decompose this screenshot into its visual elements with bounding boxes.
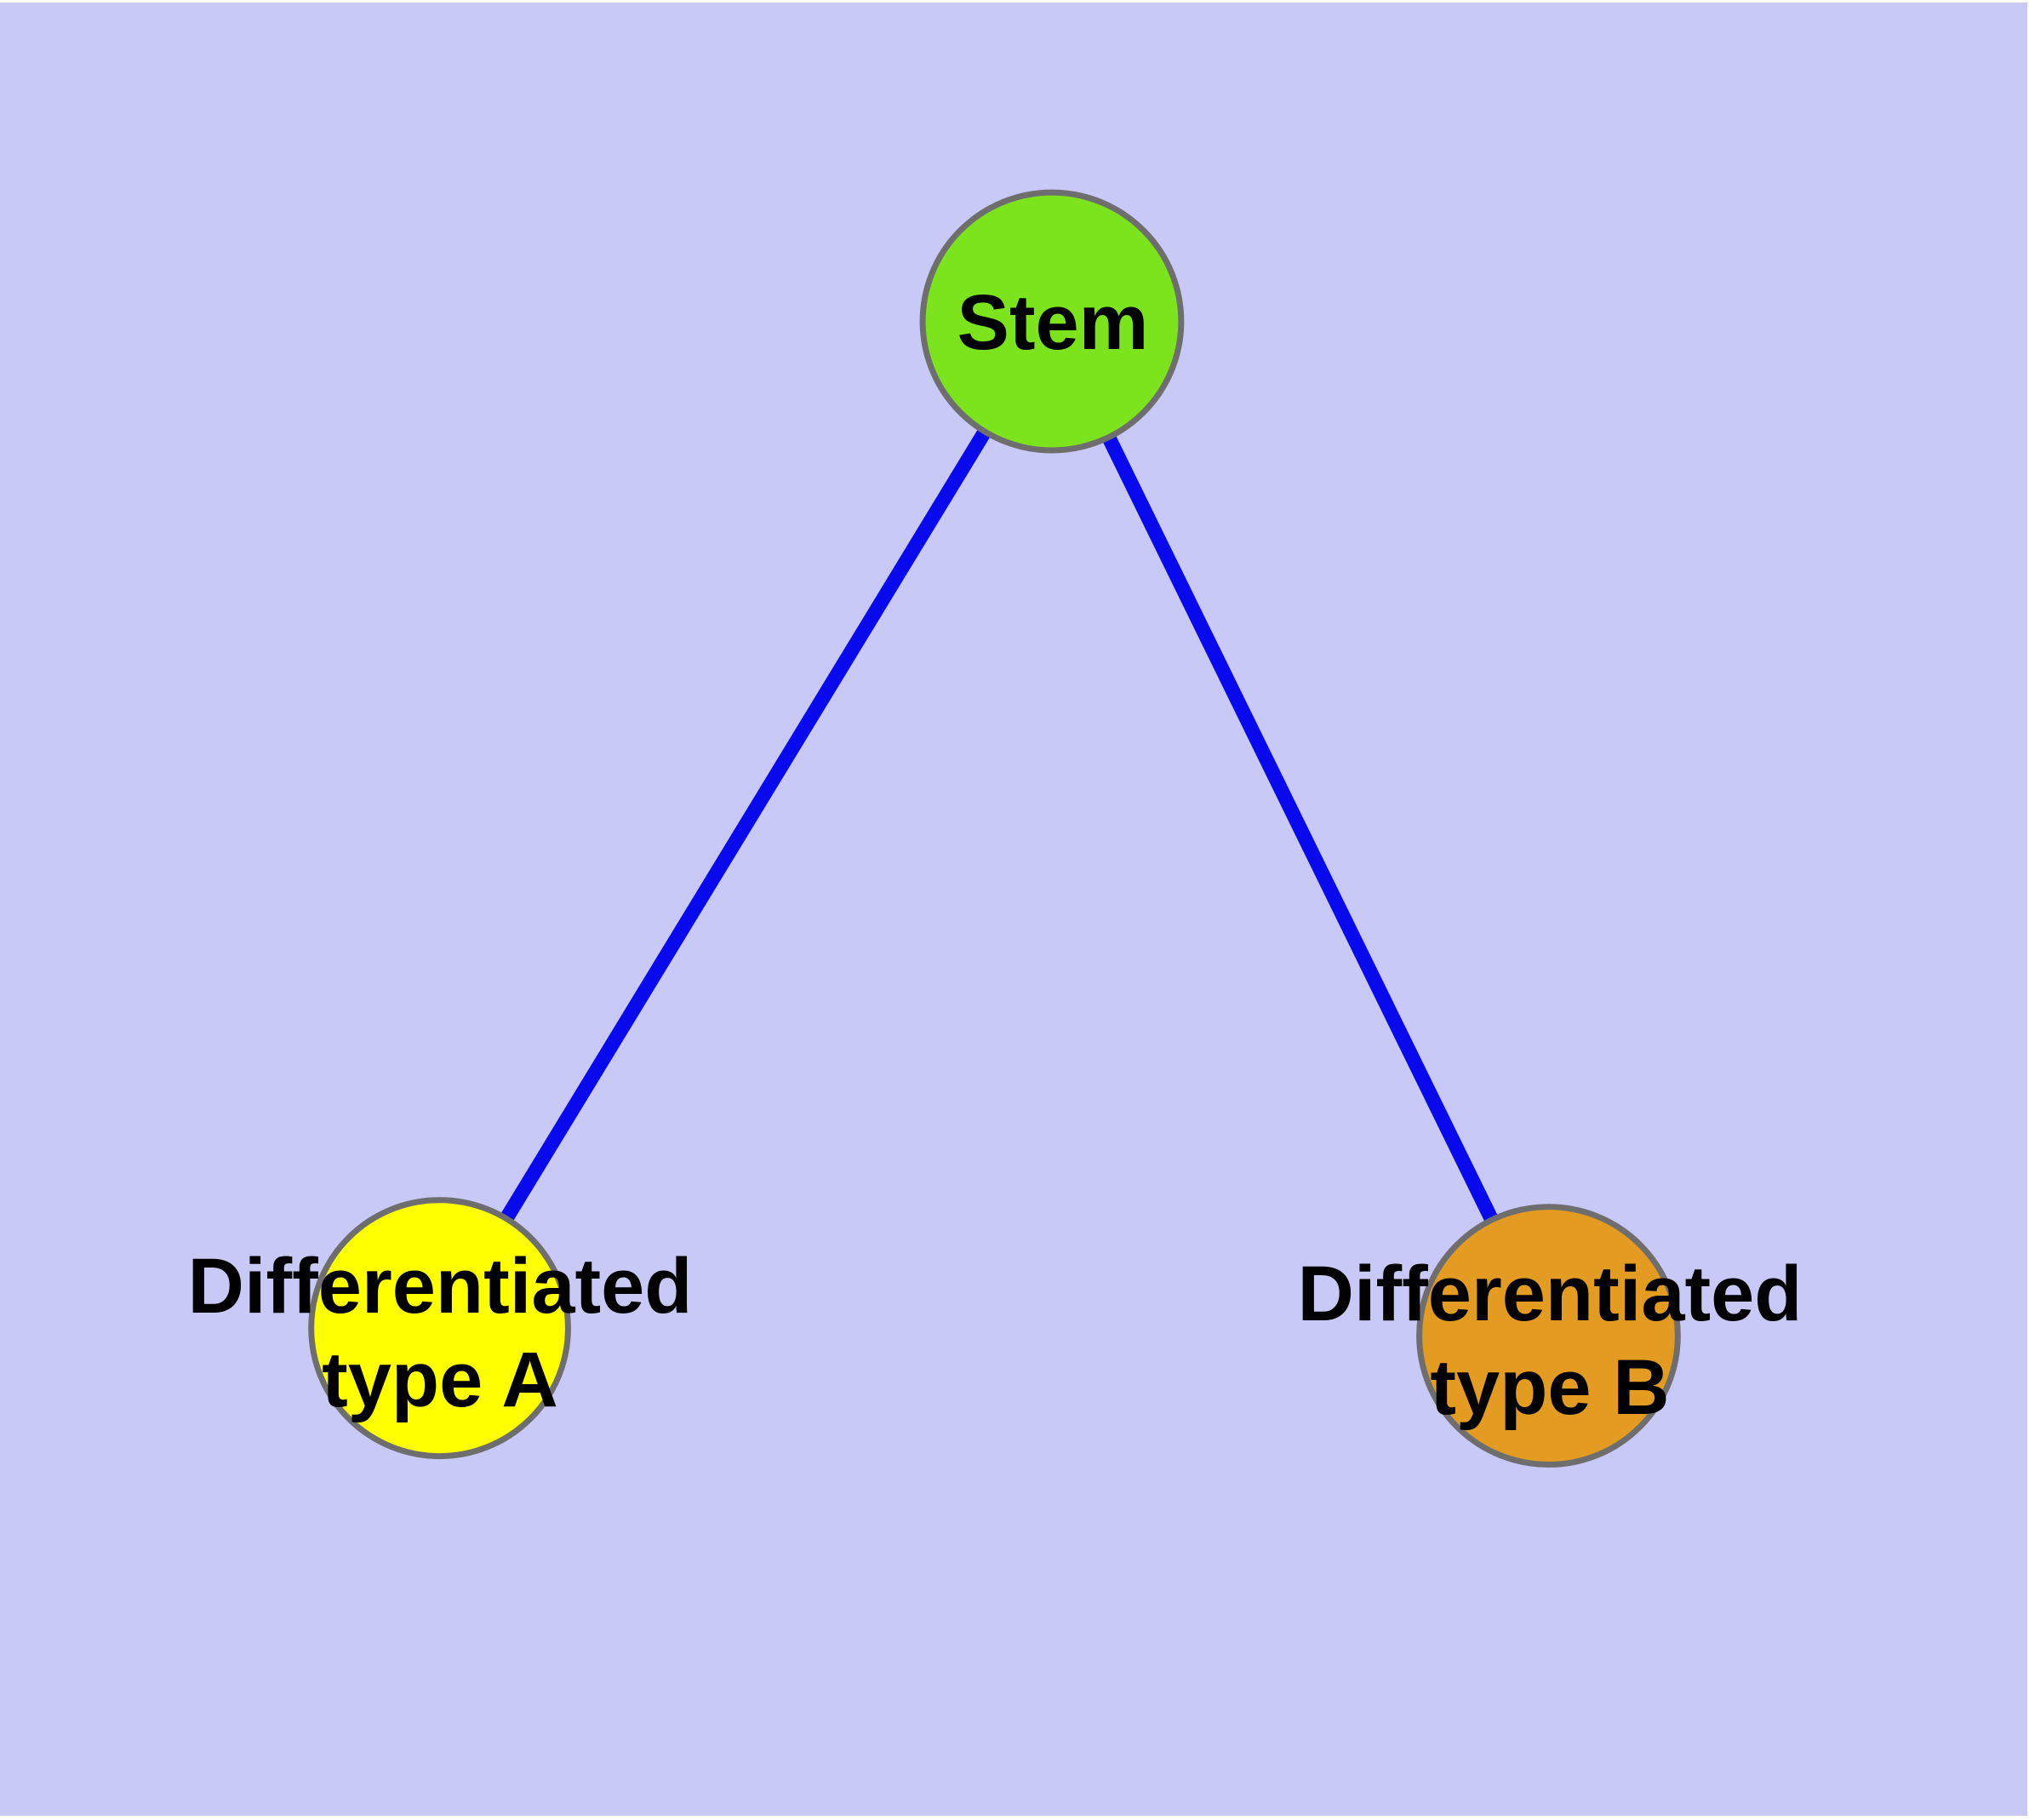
diagram-background: Stem Differentiated type A Differentiate… xyxy=(0,3,2027,1816)
graph-canvas xyxy=(308,189,1681,1468)
edge-stem-to-type-a xyxy=(433,318,1059,1332)
node-type-a-circle xyxy=(308,1197,571,1460)
node-type-b-circle xyxy=(1416,1204,1681,1468)
node-stem-circle xyxy=(919,189,1185,454)
edge-stem-to-type-b xyxy=(1045,318,1556,1339)
